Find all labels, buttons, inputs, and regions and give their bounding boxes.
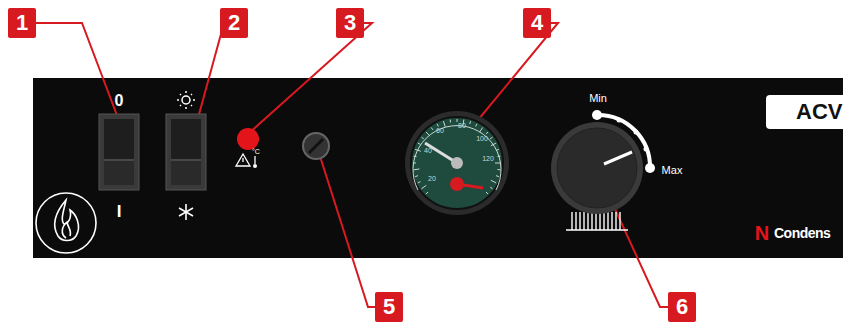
panel-label: 120 — [482, 155, 494, 162]
panel-label: Max — [662, 165, 683, 176]
knob-scale — [566, 212, 628, 230]
panel-label: 80 — [458, 122, 466, 129]
callout-text: 1 — [16, 10, 28, 36]
brand-logo: ACV — [766, 95, 843, 129]
callout-text: 3 — [344, 10, 356, 36]
sun-symbol — [177, 91, 195, 109]
leader-lines — [36, 23, 668, 307]
snowflake-symbol — [179, 204, 193, 220]
panel-label: 40 — [424, 147, 432, 154]
brand-text: ACV — [796, 99, 842, 125]
callout-number: 4 — [523, 8, 551, 38]
panel-label: N — [755, 223, 769, 243]
callout-number: 3 — [336, 8, 364, 38]
callout-text: 2 — [228, 10, 240, 36]
panel-label: 100 — [476, 135, 488, 142]
callout-text: 4 — [531, 10, 543, 36]
callout-number: 2 — [220, 8, 248, 38]
panel-label: 20 — [428, 175, 436, 182]
panel-label: 0 — [115, 93, 124, 109]
panel-label: °C — [252, 148, 260, 155]
panel-label: I — [117, 203, 122, 220]
overheat-lamp — [237, 128, 259, 150]
panel-label: Min — [589, 93, 607, 104]
callout-text: 5 — [383, 294, 395, 320]
panel-label: Condens — [774, 226, 830, 240]
callout-number: 6 — [668, 292, 696, 322]
on-off-switch — [99, 114, 139, 190]
callout-text: 6 — [676, 294, 688, 320]
reset-button — [303, 133, 329, 159]
panel-label: 60 — [436, 127, 444, 134]
summer-winter-switch — [166, 114, 206, 190]
thermo-manometer — [405, 111, 509, 215]
control-panel — [33, 78, 843, 258]
callout-number: 1 — [8, 8, 36, 38]
flame-icon — [36, 193, 96, 253]
temperature-knob — [551, 122, 643, 214]
callout-number: 5 — [375, 292, 403, 322]
